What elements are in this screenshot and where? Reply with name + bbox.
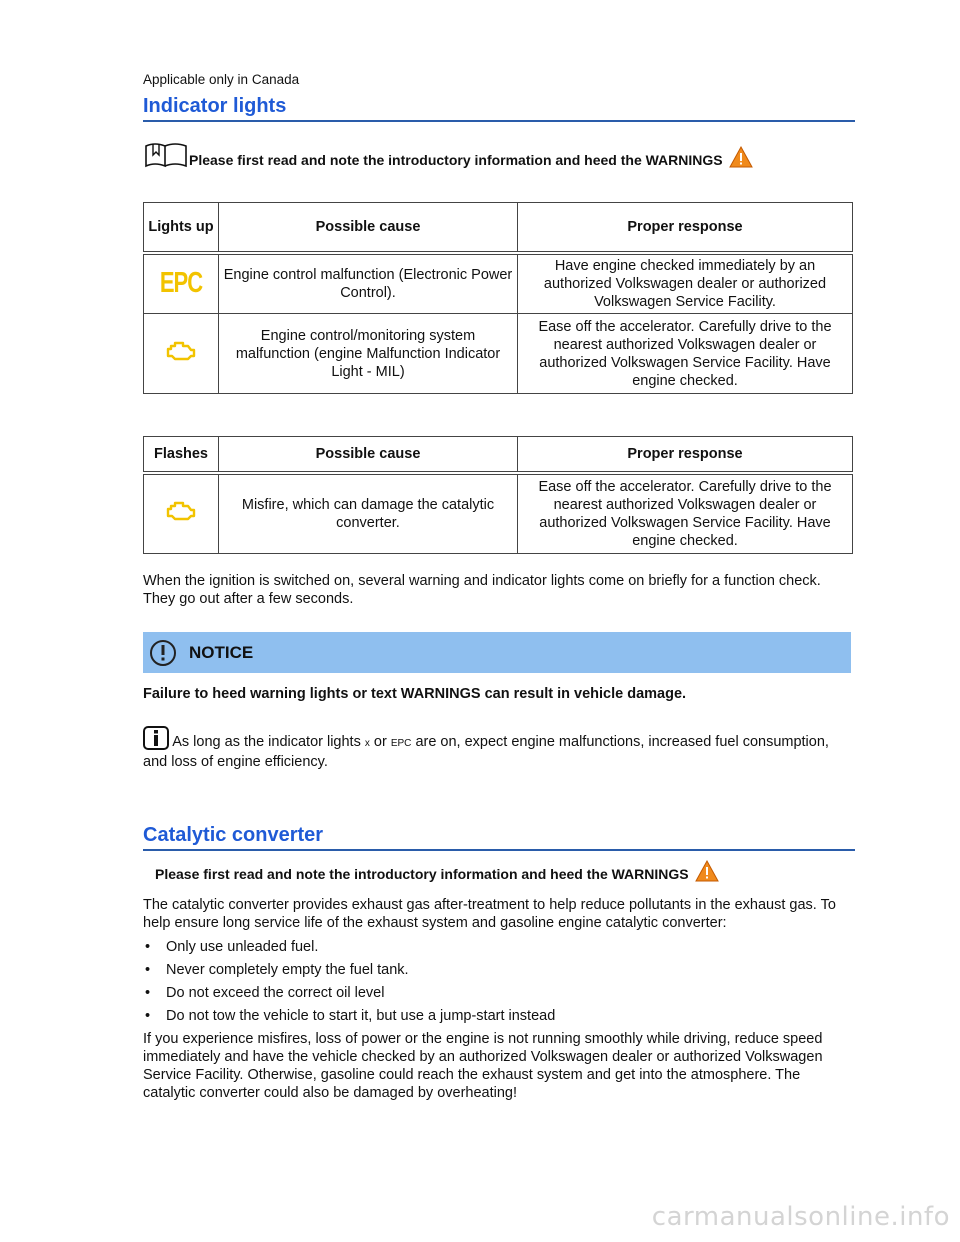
list-item: Never completely empty the fuel tank. xyxy=(143,961,555,984)
cause-cell: Engine control malfunction (Electronic P… xyxy=(218,252,518,314)
section-title-catalytic-converter: Catalytic converter xyxy=(143,824,855,851)
catalytic-read-note: Please first read and note the introduct… xyxy=(155,860,719,882)
response-cell: Ease off the accelerator. Carefully driv… xyxy=(517,313,853,394)
read-note-text: Please first read and note the introduct… xyxy=(189,152,723,168)
header-proper-response: Proper response xyxy=(517,202,853,254)
list-item: Do not exceed the correct oil level xyxy=(143,984,555,1007)
info-icon xyxy=(143,726,169,750)
table-row: Misfire, which can damage the catalytic … xyxy=(143,472,853,554)
epc-indicator-icon: EPC xyxy=(143,252,219,314)
applicable-note: Applicable only in Canada xyxy=(143,72,300,87)
ignition-note: When the ignition is switched on, severa… xyxy=(143,573,821,607)
table-row: Engine control/monitoring system malfunc… xyxy=(143,313,853,394)
engine-icon xyxy=(143,472,219,554)
header-possible-cause: Possible cause xyxy=(218,436,518,474)
cause-cell: Misfire, which can damage the catalytic … xyxy=(218,472,518,554)
exclamation-circle-icon xyxy=(150,639,176,666)
header-lights-up: Lights up xyxy=(143,202,219,254)
section-title-indicator-lights: Indicator lights xyxy=(143,95,855,122)
response-cell: Ease off the accelerator. Carefully driv… xyxy=(517,472,853,554)
response-cell: Have engine checked immediately by an au… xyxy=(517,252,853,314)
book-icon xyxy=(145,143,187,168)
catalytic-intro: The catalytic converter provides exhaust… xyxy=(143,897,836,931)
notice-text: Failure to heed warning lights or text W… xyxy=(143,686,687,702)
warning-triangle-icon xyxy=(728,146,753,168)
epc-symbol: EPC xyxy=(390,738,412,749)
header-flashes: Flashes xyxy=(143,436,219,474)
cause-cell: Engine control/monitoring system malfunc… xyxy=(218,313,518,394)
header-proper-response: Proper response xyxy=(517,436,853,474)
catalytic-bullet-list: Only use unleaded fuel. Never completely… xyxy=(143,938,555,1030)
table-row: EPC Engine control malfunction (Electron… xyxy=(143,252,853,314)
read-note: Please first read and note the introduct… xyxy=(143,142,753,168)
header-possible-cause: Possible cause xyxy=(218,202,518,254)
engine-icon xyxy=(143,313,219,394)
misfire-paragraph: If you experience misfires, loss of powe… xyxy=(143,1031,823,1101)
info-or: or xyxy=(373,734,387,750)
notice-banner: NOTICE xyxy=(143,632,851,673)
read-note-text: Please first read and note the introduct… xyxy=(155,866,689,882)
info-suffix: are on, expect engine malfunctions, incr… xyxy=(143,734,829,770)
flashes-table: Flashes Possible cause Proper response M… xyxy=(143,436,853,554)
lights-up-table: Lights up Possible cause Proper response… xyxy=(143,202,853,394)
list-item: Do not tow the vehicle to start it, but … xyxy=(143,1007,555,1030)
info-prefix: As long as the indicator lights xyxy=(172,734,361,750)
warning-triangle-icon xyxy=(694,860,719,882)
info-note: As long as the indicator lights x or EPC… xyxy=(143,726,855,771)
list-item: Only use unleaded fuel. xyxy=(143,938,555,961)
engine-symbol: x xyxy=(364,738,370,749)
watermark: carmanualsonline.info xyxy=(651,1202,950,1232)
notice-label: NOTICE xyxy=(189,642,254,662)
